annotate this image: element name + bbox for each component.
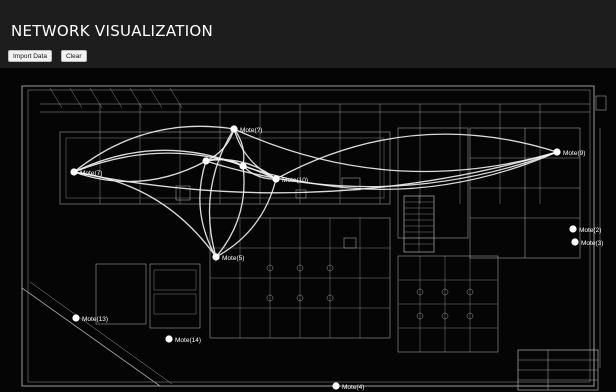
network-svg: Mote(?) Mote(10) Mote(9) Mote(7) Mote(5) Mote… xyxy=(21,85,607,391)
network-node[interactable]: Mote(2) xyxy=(569,225,601,234)
node-dot[interactable] xyxy=(212,253,220,261)
network-node[interactable]: Mote(13) xyxy=(72,314,108,323)
network-edge xyxy=(215,178,277,258)
node-dot[interactable] xyxy=(72,314,80,322)
network-edge xyxy=(73,125,235,173)
node-dot[interactable] xyxy=(569,225,577,233)
node-label: Mote(2) xyxy=(579,227,601,234)
node-label: Mote(9) xyxy=(563,150,585,157)
network-node[interactable]: Mote(9) xyxy=(553,148,585,157)
node-label: Mote(4) xyxy=(342,384,364,391)
node-label: Mote(5) xyxy=(222,255,244,262)
node-label: Mote(13) xyxy=(82,316,108,323)
node-dot[interactable] xyxy=(571,238,579,246)
network-node[interactable]: Mote(?) xyxy=(230,125,262,134)
node-dot[interactable] xyxy=(332,382,340,390)
node-dot[interactable] xyxy=(202,157,210,165)
nodes-layer: Mote(?) Mote(10) Mote(9) Mote(7) Mote(5) Mote… xyxy=(70,125,603,391)
node-label: Mote(10) xyxy=(282,177,308,184)
page-title: NETWORK VISUALIZATION xyxy=(11,22,214,40)
network-node[interactable]: Mote(5) xyxy=(212,253,244,262)
app-header: NETWORK VISUALIZATION Import Data Clear xyxy=(0,0,616,68)
network-edge xyxy=(215,165,245,258)
node-dot[interactable] xyxy=(272,175,280,183)
network-node[interactable]: Mote(14) xyxy=(165,335,201,344)
node-dot[interactable] xyxy=(165,335,173,343)
network-node[interactable]: Mote(7) xyxy=(70,168,102,177)
network-node[interactable] xyxy=(202,157,210,165)
network-edge xyxy=(208,128,235,258)
network-node[interactable]: Mote(10) xyxy=(272,175,308,184)
network-node[interactable] xyxy=(239,162,247,170)
edges-layer xyxy=(73,125,558,258)
network-edge xyxy=(242,151,558,190)
network-node[interactable]: Mote(3) xyxy=(571,238,603,247)
node-label: Mote(3) xyxy=(581,240,603,247)
node-label: Mote(14) xyxy=(175,337,201,344)
network-canvas[interactable]: Mote(?) Mote(10) Mote(9) Mote(7) Mote(5) Mote… xyxy=(0,68,616,392)
node-label: Mote(7) xyxy=(80,170,102,177)
network-edge xyxy=(73,160,207,183)
network-edge xyxy=(73,171,217,258)
network-edge xyxy=(199,160,217,258)
node-dot[interactable] xyxy=(239,162,247,170)
clear-button[interactable]: Clear xyxy=(61,50,87,62)
import-data-button[interactable]: Import Data xyxy=(8,50,52,62)
node-dot[interactable] xyxy=(553,148,561,156)
node-label: Mote(?) xyxy=(240,127,262,134)
floor-plan-background xyxy=(21,85,607,391)
network-node[interactable]: Mote(4) xyxy=(332,382,364,391)
network-edge xyxy=(233,128,277,180)
node-dot[interactable] xyxy=(230,125,238,133)
network-edge xyxy=(275,133,558,180)
network-edge xyxy=(73,151,558,194)
node-dot[interactable] xyxy=(70,168,78,176)
network-edge xyxy=(233,128,558,173)
